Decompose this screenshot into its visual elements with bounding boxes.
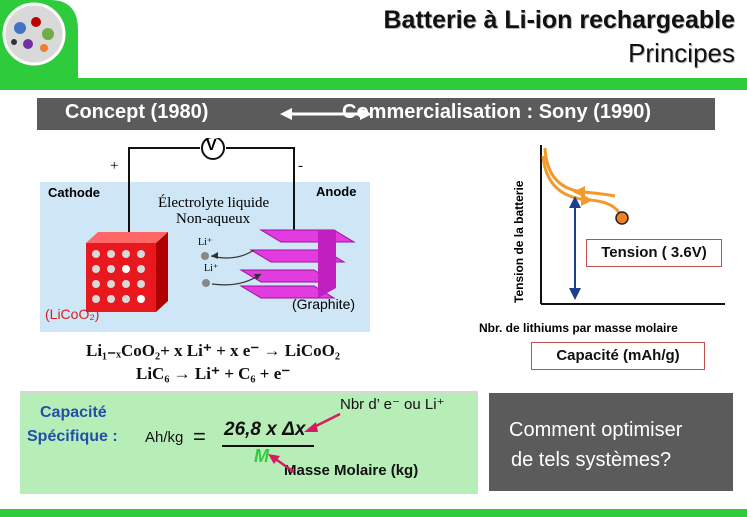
page-subtitle: Principes xyxy=(628,38,735,68)
minus-sign: - xyxy=(298,158,303,174)
question-line: Comment optimiser xyxy=(509,419,683,441)
electron-count-note: Nbr d’ e⁻ ou Li⁺ xyxy=(340,396,445,413)
li-ion-label: Li⁺ xyxy=(198,237,213,248)
capacity-formula-box xyxy=(20,391,478,494)
commercialisation-label: Commercialisation : Sony (1990) xyxy=(342,101,651,123)
unit-label: Ah/kg xyxy=(145,429,184,446)
capacity-box: Capacité (mAh/g) xyxy=(531,342,705,370)
arrow-head-icon xyxy=(304,422,318,432)
arrow-head-icon xyxy=(268,454,280,464)
formula-denominator: M xyxy=(254,446,269,466)
anode-label: Anode xyxy=(316,184,357,199)
anode-layers xyxy=(239,229,356,299)
molar-mass-note: Masse Molaire (kg) xyxy=(284,462,419,479)
electrolyte-sublabel: Non-aqueux xyxy=(176,211,251,227)
voltmeter-label: V xyxy=(206,137,217,154)
plus-sign: + xyxy=(110,158,119,174)
voltage-graph xyxy=(540,145,725,305)
capacity-label: Capacité xyxy=(40,404,107,421)
curve-arrow-icon xyxy=(581,194,593,206)
cathode-material-label: (LiCoO₂) xyxy=(45,306,100,322)
cathode-cube xyxy=(86,232,168,312)
anode-material-label: (Graphite) xyxy=(292,296,356,312)
tension-box: Tension ( 3.6V) xyxy=(586,239,722,267)
logo-icon xyxy=(2,2,66,66)
specific-label: Spécifique : xyxy=(27,428,118,445)
concept-bar: Concept (1980) Commercialisation : Sony … xyxy=(37,98,715,130)
graph-ylabel: Tension de la batterie xyxy=(512,180,526,303)
page-title: Batterie à Li-ion rechargeable xyxy=(383,6,735,34)
concept-label: Concept (1980) xyxy=(65,101,209,123)
equals-sign: = xyxy=(193,424,206,449)
li-ion-label: Li⁺ xyxy=(204,263,219,274)
double-arrow-icon xyxy=(280,108,372,120)
footer-stripe xyxy=(0,509,747,517)
battery-cell-diagram xyxy=(40,138,370,332)
fraction-bar xyxy=(222,445,314,447)
reaction-cathode: Li₁₋ₓCoO₂+ x Li⁺ + x e⁻ → LiCoO₂ xyxy=(86,341,340,360)
annotation-arrows xyxy=(268,412,341,474)
cathode-label: Cathode xyxy=(48,185,100,200)
question-line: de tels systèmes? xyxy=(511,449,672,471)
electrolyte-label: Électrolyte liquide xyxy=(158,195,270,211)
question-box: Comment optimiser de tels systèmes? xyxy=(489,393,733,491)
reaction-anode: LiC₆ → Li⁺ + C₆ + e⁻ xyxy=(136,364,291,383)
formula-numerator: 26,8 x Δx xyxy=(224,419,306,440)
graph-xlabel: Nbr. de lithiums par masse molaire xyxy=(479,321,678,335)
